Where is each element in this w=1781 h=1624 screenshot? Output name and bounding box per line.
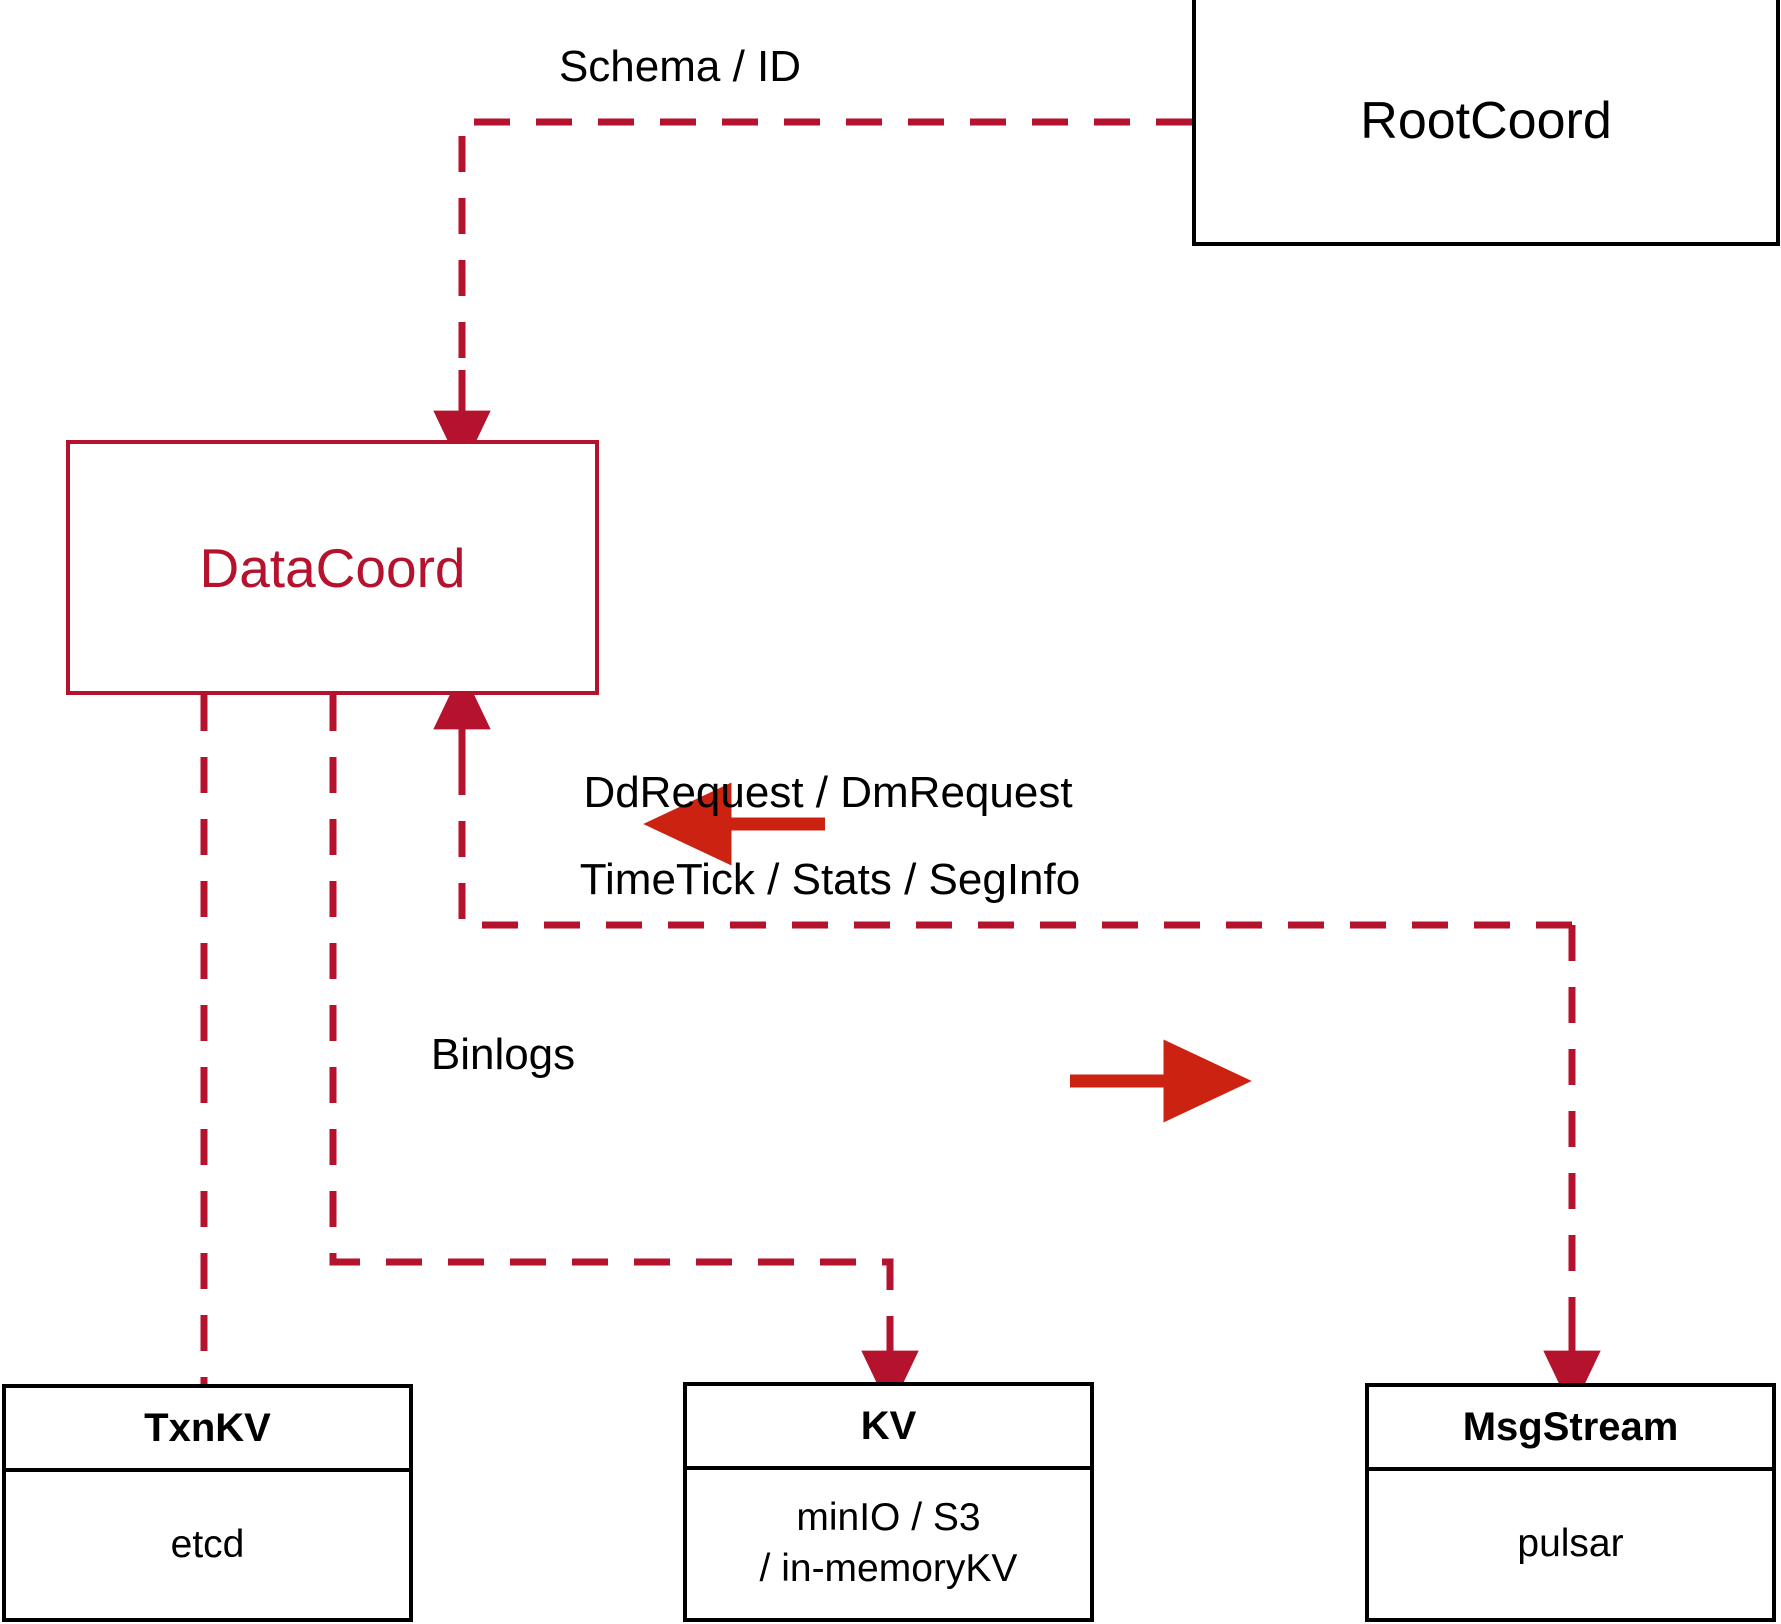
edge-msgstream-datacoord xyxy=(433,669,1572,929)
edge-datacoord-kv-binlogs xyxy=(329,695,919,1411)
node-kv[interactable]: KV minIO / S3 / in-memoryKV xyxy=(683,1382,1094,1622)
node-msgstream-body-line-0: pulsar xyxy=(1517,1522,1624,1566)
node-txnkv-header: TxnKV xyxy=(6,1388,409,1472)
node-kv-body: minIO / S3 / in-memoryKV xyxy=(687,1470,1090,1618)
edge-label-binlogs: Binlogs xyxy=(430,1030,576,1079)
node-kv-header: KV xyxy=(687,1386,1090,1470)
edge-label-ddrequest-dmrequest: DdRequest / DmRequest xyxy=(583,768,1073,817)
node-datacoord[interactable]: DataCoord xyxy=(66,440,599,695)
edge-label-timetick-stats-seginfo: TimeTick / Stats / SegInfo xyxy=(579,855,1081,904)
node-txnkv-body-line-0: etcd xyxy=(170,1522,245,1566)
node-msgstream-header: MsgStream xyxy=(1369,1387,1772,1471)
node-kv-body-line-0: minIO / S3 xyxy=(796,1496,981,1540)
node-msgstream-body: pulsar xyxy=(1369,1471,1772,1618)
edge-label-schema-id: Schema / ID xyxy=(558,42,802,91)
edge-schema-id xyxy=(433,118,1192,471)
node-txnkv[interactable]: TxnKV etcd xyxy=(2,1384,413,1622)
node-rootcoord-label: RootCoord xyxy=(1360,92,1612,150)
node-datacoord-label: DataCoord xyxy=(199,536,466,599)
node-rootcoord[interactable]: RootCoord xyxy=(1192,0,1780,246)
node-msgstream[interactable]: MsgStream pulsar xyxy=(1365,1383,1776,1622)
node-txnkv-body: etcd xyxy=(6,1472,409,1618)
node-kv-body-line-1: / in-memoryKV xyxy=(759,1547,1018,1590)
